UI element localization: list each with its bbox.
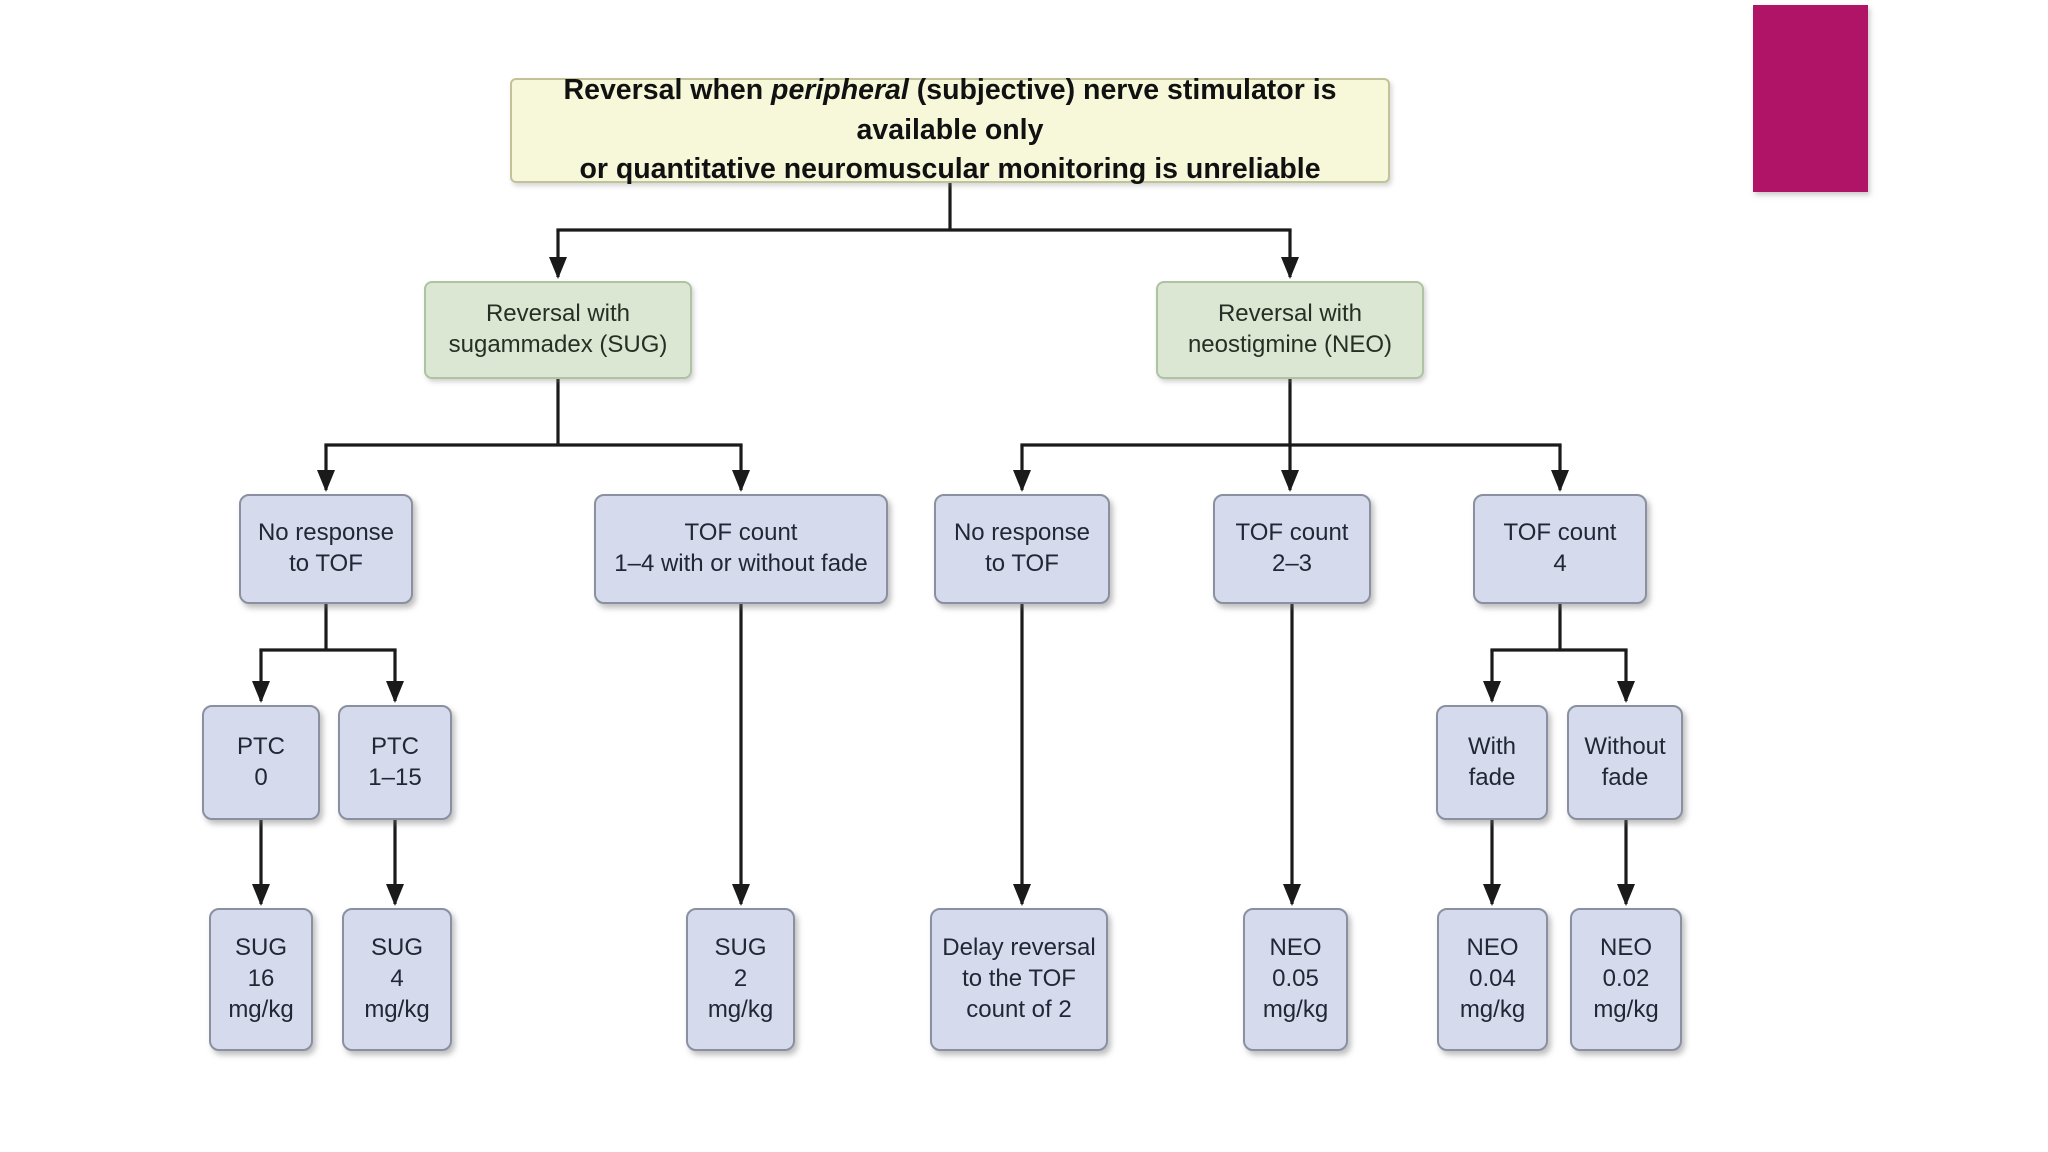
node-sug-2: SUG 2 mg/kg — [686, 908, 795, 1051]
node-no-response-tof-sug: No response to TOF — [239, 494, 413, 604]
node-neo-0-02: NEO 0.02 mg/kg — [1570, 908, 1682, 1051]
node-reversal-neostigmine: Reversal with neostigmine (NEO) — [1156, 281, 1424, 379]
node-neo-0-04: NEO 0.04 mg/kg — [1437, 908, 1548, 1051]
node-ptc-0: PTC 0 — [202, 705, 320, 820]
node-delay-reversal: Delay reversal to the TOF count of 2 — [930, 908, 1108, 1051]
node-ptc-1-15: PTC 1–15 — [338, 705, 452, 820]
title-line-1: Reversal when peripheral (subjective) ne… — [563, 73, 1337, 146]
node-reversal-sugammadex: Reversal with sugammadex (SUG) — [424, 281, 692, 379]
node-tof-count-2-3: TOF count 2–3 — [1213, 494, 1371, 604]
node-without-fade: Without fade — [1567, 705, 1683, 820]
node-sug-4: SUG 4 mg/kg — [342, 908, 452, 1051]
flowchart-title-node: Reversal when peripheral (subjective) ne… — [510, 74, 1390, 185]
node-sug-16: SUG 16 mg/kg — [209, 908, 313, 1051]
title-line-2: or quantitative neuromuscular monitoring… — [579, 153, 1321, 186]
node-no-response-tof-neo: No response to TOF — [934, 494, 1110, 604]
node-neo-0-05: NEO 0.05 mg/kg — [1243, 908, 1348, 1051]
title-italic-word: peripheral — [771, 73, 909, 106]
node-tof-count-4: TOF count 4 — [1473, 494, 1647, 604]
node-with-fade: With fade — [1436, 705, 1548, 820]
accent-bar — [1753, 5, 1868, 192]
node-tof-count-1-4: TOF count 1–4 with or without fade — [594, 494, 888, 604]
